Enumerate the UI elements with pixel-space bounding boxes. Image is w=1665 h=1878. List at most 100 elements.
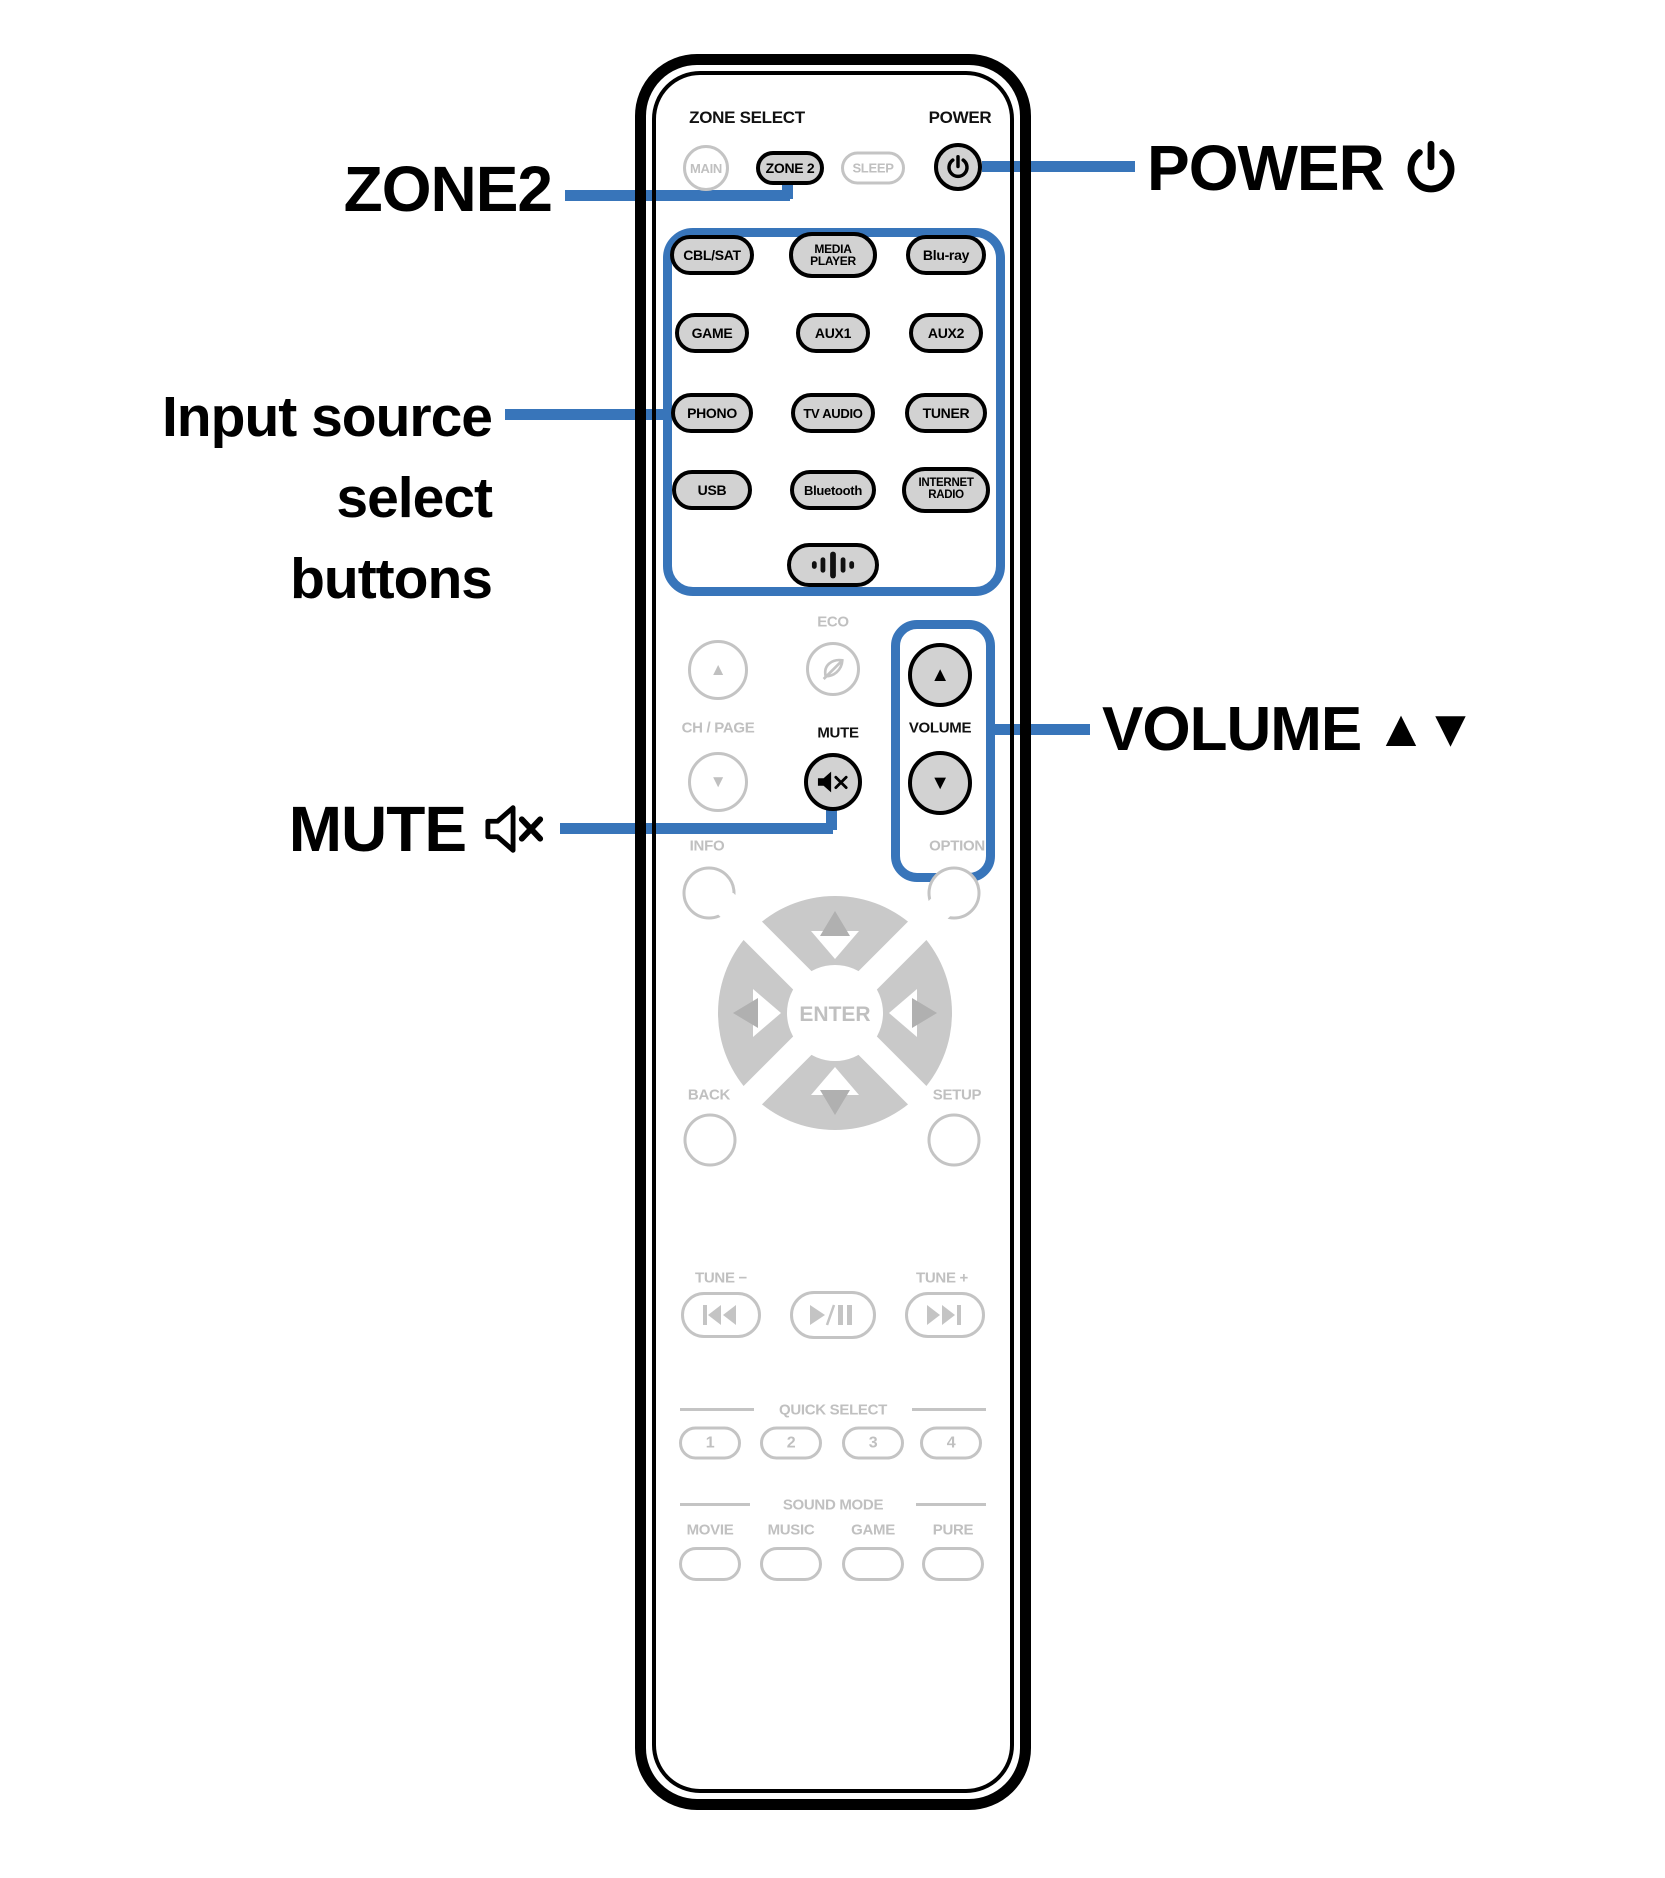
eco-button[interactable] [806,642,860,696]
enter-button-label[interactable]: ENTER [799,1003,870,1026]
channel-page-up-button[interactable]: ▲ [688,640,748,700]
eco-leaf-icon [822,658,844,680]
channel-page-label: CH / PAGE [681,719,755,737]
source-heos-button[interactable] [787,543,879,587]
source-blu-ray-button[interactable]: Blu-ray [906,235,986,275]
eco-label: ECO [817,613,849,631]
source-internet-radio-label-2: RADIO [928,489,964,501]
callout-volume-text: VOLUME [1102,694,1362,764]
skip-forward-icon [927,1305,961,1325]
power-icon [947,154,969,179]
main-zone-button[interactable]: MAIN [683,145,729,191]
skip-back-button[interactable] [681,1292,761,1338]
callout-line-mute-h [560,823,833,834]
navigation-pad[interactable]: ENTER [705,883,965,1143]
quick-select-2-button[interactable]: 2 [760,1426,822,1460]
play-pause-button[interactable] [790,1291,876,1339]
power-button[interactable] [934,143,982,191]
setup-button[interactable] [927,1113,981,1167]
callout-input-source-line2: select [336,466,493,530]
source-usb-button[interactable]: USB [672,470,752,510]
quick-select-1-label: 1 [705,1434,715,1451]
sound-mode-dash-right [916,1503,986,1506]
setup-label: SETUP [932,1086,982,1104]
quick-select-4-button[interactable]: 4 [920,1426,982,1460]
callout-zone2: ZONE2 [343,153,553,225]
skip-forward-button[interactable] [905,1292,985,1338]
source-bluetooth-button[interactable]: Bluetooth [790,470,876,510]
mute-button[interactable] [804,753,862,811]
volume-up-arrow-icon: ▲ [930,663,950,686]
callout-line-input-source [505,409,667,420]
mute-button-label: MUTE [817,724,859,742]
sound-game-button[interactable] [842,1547,904,1581]
sound-music-label: MUSIC [767,1521,815,1539]
source-cbl-sat-button[interactable]: CBL/SAT [670,235,754,275]
source-game-button[interactable]: GAME [675,313,749,353]
play-pause-icon [810,1304,852,1326]
cursor-up-icon[interactable] [820,911,850,936]
source-cbl-sat-label: CBL/SAT [683,247,741,263]
source-media-player-label-1: MEDIA [814,241,852,256]
source-game-label: GAME [691,325,733,341]
callout-volume: VOLUME ▲▼ [1102,692,1476,766]
channel-page-down-button[interactable]: ▼ [688,752,748,812]
main-zone-label: MAIN [689,160,723,176]
channel-up-arrow-icon: ▲ [709,660,727,679]
source-aux1-label: AUX1 [814,325,852,341]
option-label: OPTION [929,837,985,855]
quick-select-2-label: 2 [786,1434,796,1451]
remote-outer-border [635,54,1031,1810]
cursor-left-icon[interactable] [733,998,758,1028]
callout-line-zone2-v [782,181,793,199]
volume-button-label: VOLUME [908,719,972,737]
source-tuner-label: TUNER [922,405,970,421]
remote-body: ZONE SELECT POWER MAIN ZONE 2 SLEEP CBL/… [633,52,1033,1812]
source-bluetooth-label: Bluetooth [804,482,862,498]
back-button[interactable] [683,1113,737,1167]
source-aux1-button[interactable]: AUX1 [796,313,870,353]
sound-pure-button[interactable] [922,1547,984,1581]
source-internet-radio-button[interactable]: INTERNET RADIO [902,467,990,513]
volume-down-arrow-icon: ▼ [930,771,950,794]
sound-movie-button[interactable] [679,1547,741,1581]
mute-speaker-x-icon [817,771,848,793]
quick-select-1-button[interactable]: 1 [679,1426,741,1460]
sound-mode-dash-left [680,1503,750,1506]
source-tv-audio-button[interactable]: TV AUDIO [791,393,875,433]
callout-mute: MUTE [140,791,546,867]
cursor-down-icon[interactable] [820,1090,850,1115]
volume-up-button[interactable]: ▲ [908,643,972,707]
power-icon [1407,140,1455,193]
volume-down-button[interactable]: ▼ [908,751,972,815]
sleep-button-label: SLEEP [852,160,894,176]
source-media-player-button[interactable]: MEDIA PLAYER [789,232,877,278]
zone2-button-label: ZONE 2 [765,160,815,176]
cursor-right-icon[interactable] [912,998,937,1028]
sound-music-button[interactable] [760,1547,822,1581]
source-tuner-button[interactable]: TUNER [905,393,987,433]
quick-select-4-label: 4 [946,1434,956,1451]
source-phono-label: PHONO [687,405,737,421]
zone2-button[interactable]: ZONE 2 [756,151,824,185]
channel-down-arrow-icon: ▼ [709,772,727,791]
source-aux2-button[interactable]: AUX2 [909,313,983,353]
quick-select-3-button[interactable]: 3 [842,1426,904,1460]
source-internet-radio-label-1: INTERNET [918,477,974,490]
callout-line-zone2-h [565,190,790,201]
source-phono-button[interactable]: PHONO [671,393,753,433]
sound-movie-label: MOVIE [686,1521,734,1539]
source-aux2-label: AUX2 [927,325,965,341]
callout-mute-text: MUTE [288,793,467,865]
quick-select-dash-left [680,1408,754,1411]
sound-game-label: GAME [851,1521,895,1539]
callout-line-power [982,161,1135,172]
zone-select-title: ZONE SELECT [689,108,805,127]
sound-pure-label: PURE [932,1521,974,1539]
quick-select-3-label: 3 [868,1434,878,1451]
quick-select-dash-right [912,1408,986,1411]
remote-inner-border [652,71,1014,1793]
sound-wave-bars-icon [811,551,855,579]
sleep-button[interactable]: SLEEP [841,151,905,185]
